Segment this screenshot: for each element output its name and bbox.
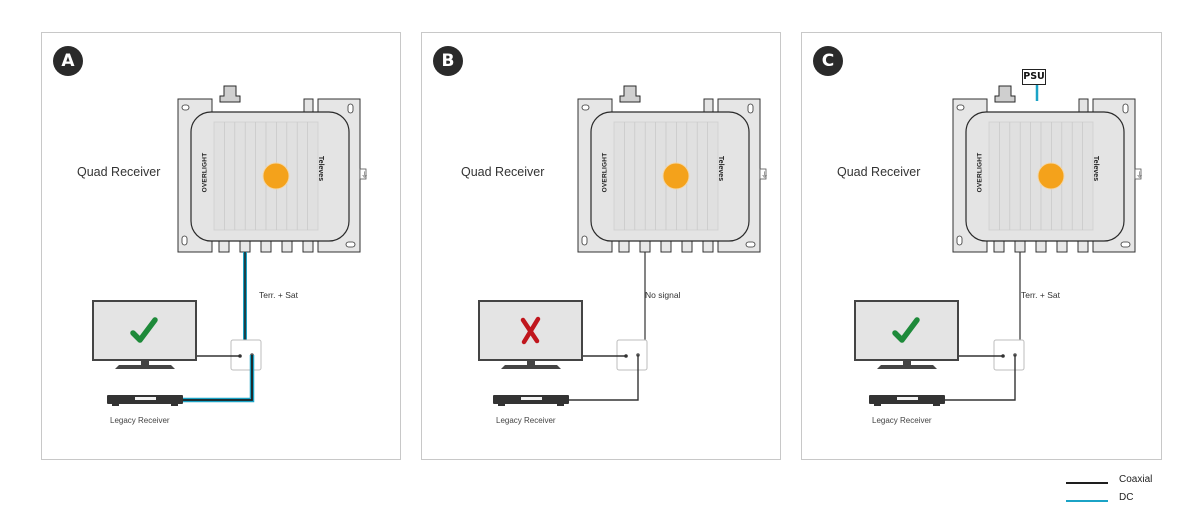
televes-brand: Televes [317,155,325,182]
ground-symbol: ⏚ [761,171,768,179]
receiver-cable [945,355,1016,401]
wall-outlet [230,339,262,371]
legacy-receiver-foot [557,404,564,406]
mount-hole [345,241,356,248]
receiver-cable [569,355,639,401]
power-port [1078,98,1089,114]
wall-outlet [616,339,648,371]
ground-terminal [759,168,767,180]
tv-stand-neck [527,360,535,365]
mount-hole [745,241,756,248]
panel-b: ⏚ B Quad Receiver OVERLIGHT Televes No s… [421,32,781,460]
signal-label: Terr. + Sat [259,290,298,300]
televes-brand: Televes [717,155,725,182]
overlight-brand: OVERLIGHT [601,152,609,193]
overlight-brand: OVERLIGHT [201,152,209,193]
mount-hole [956,235,963,246]
legend-item-coaxial: Coaxial [1066,474,1176,492]
coaxial-line-swatch [1066,482,1108,484]
legacy-receiver-foot [874,404,881,406]
mount-hole [347,103,354,114]
panel-c: ⏚ C Quad Receiver OVERLIGHT Televes PSU … [801,32,1162,460]
quad-receiver-label: Quad Receiver [837,165,921,179]
panel-a: ⏚ A Quad Receiver OVERLIGHT Televes Terr… [41,32,401,460]
dc-line-swatch [1066,500,1108,502]
legacy-receiver-display [521,397,542,400]
check-icon [892,317,920,343]
legend-label: Coaxial [1119,474,1153,485]
tv-screen [478,300,583,361]
panel-badge: B [433,46,463,76]
diagram-b: ⏚ [478,85,768,406]
diagram-c: ⏚ [854,85,1143,406]
psu-box: PSU [1022,69,1046,85]
legacy-receiver-foot [171,404,178,406]
televes-brand: Televes [1092,155,1100,182]
status-led [662,162,690,190]
mount-hole [581,235,588,246]
panel-badge: A [53,46,83,76]
overlight-brand: OVERLIGHT [976,152,984,193]
legend: Coaxial DC [1066,474,1176,510]
mount-hole [1120,241,1131,248]
legacy-receiver-foot [933,404,940,406]
tv-stand-base [115,365,175,369]
ground-symbol: ⏚ [1136,171,1143,179]
mount-hole [181,104,190,111]
top-connector [994,85,1016,103]
tv-stand-base [501,365,561,369]
legacy-receiver-label: Legacy Receiver [496,416,556,425]
quad-receiver-label: Quad Receiver [77,165,161,179]
mount-hole [956,104,965,111]
legacy-receiver-foot [498,404,505,406]
legend-item-dc: DC [1066,492,1176,510]
top-connector [619,85,641,103]
tv-stand-neck [141,360,149,365]
status-led [1037,162,1065,190]
power-port [303,98,314,114]
legend-label: DC [1119,492,1134,503]
legacy-receiver-foot [112,404,119,406]
mount-hole [581,104,590,111]
quad-receiver-label: Quad Receiver [461,165,545,179]
legacy-receiver-display [135,397,156,400]
legacy-receiver-label: Legacy Receiver [110,416,170,425]
legacy-receiver-display [897,397,918,400]
mount-hole [747,103,754,114]
diagram-a: ⏚ [92,85,368,406]
coax-cable-core [183,355,253,401]
check-icon [130,317,158,343]
cross-icon [520,316,541,345]
ground-terminal [1134,168,1142,180]
power-port [703,98,714,114]
top-connector [219,85,241,103]
wall-outlet [993,339,1025,371]
legacy-receiver-label: Legacy Receiver [872,416,932,425]
signal-label: Terr. + Sat [1021,290,1060,300]
tv-stand-base [877,365,937,369]
tv-stand-neck [903,360,911,365]
mount-hole [1122,103,1129,114]
ground-terminal [359,168,367,180]
ground-symbol: ⏚ [361,171,368,179]
signal-label: No signal [645,290,681,300]
status-led [262,162,290,190]
panel-badge: C [813,46,843,76]
mount-hole [181,235,188,246]
